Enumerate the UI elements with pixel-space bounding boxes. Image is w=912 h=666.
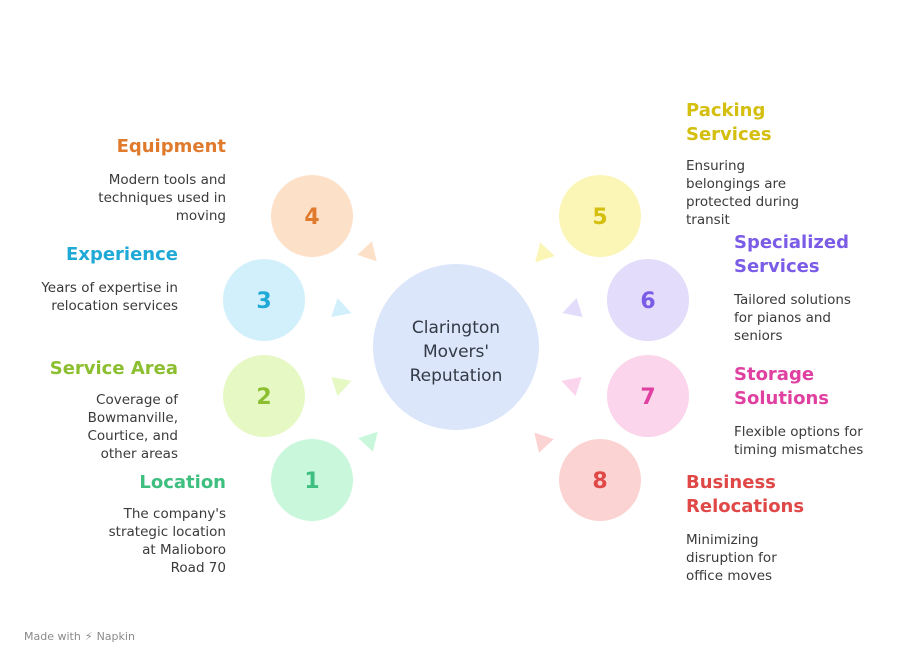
- node-number-2: 2: [256, 385, 271, 410]
- arrow-icon-7: [561, 376, 582, 396]
- title-service-area: Service Area: [49, 358, 178, 379]
- title-specialized-services: Specialized Services: [734, 232, 849, 277]
- arrow-icon-3: [331, 298, 352, 318]
- node-number-5: 5: [592, 205, 607, 230]
- arrow-icon-8: [534, 432, 554, 453]
- arrow-icon-2: [331, 376, 352, 396]
- node-number-1: 1: [304, 469, 319, 494]
- title-business-relocations: Business Relocations: [686, 472, 805, 517]
- node-circle-5: [559, 175, 641, 257]
- desc-storage-solutions: Flexible options for timing mismatches: [734, 424, 864, 458]
- label-business-relocations: Business Relocations Minimizing disrupti…: [686, 471, 836, 585]
- arrow-icon-5: [535, 242, 555, 263]
- title-storage-solutions: Storage Solutions: [734, 364, 829, 409]
- desc-location: The company's strategic location at Mali…: [108, 506, 226, 576]
- node-number-8: 8: [592, 469, 607, 494]
- label-experience: Experience Years of expertise in relocat…: [40, 243, 178, 315]
- node-circle-8: [559, 439, 641, 521]
- footer: Made with ⚡ Napkin: [24, 630, 135, 643]
- label-storage-solutions: Storage Solutions Flexible options for t…: [734, 363, 884, 459]
- desc-business-relocations: Minimizing disruption for office moves: [686, 532, 777, 584]
- node-circle-4: [271, 175, 353, 257]
- label-specialized-services: Specialized Services Tailored solutions …: [734, 231, 884, 345]
- desc-packing-services: Ensuring belongings are protected during…: [686, 158, 800, 228]
- napkin-logo-icon: ⚡: [84, 630, 93, 643]
- desc-specialized-services: Tailored solutions for pianos and senior…: [734, 292, 851, 344]
- label-equipment: Equipment Modern tools and techniques us…: [80, 135, 226, 225]
- hub-line-3: Reputation: [410, 366, 503, 386]
- node-number-7: 7: [640, 385, 655, 410]
- arrow-icon-4: [357, 241, 377, 262]
- arrow-icon-1: [358, 431, 378, 452]
- title-packing-services: Packing Services: [686, 100, 772, 145]
- node-circle-3: [223, 259, 305, 341]
- label-location: Location The company's strategic locatio…: [80, 471, 226, 577]
- node-number-3: 3: [256, 289, 271, 314]
- hub-line-2: Movers': [423, 342, 489, 362]
- title-equipment: Equipment: [116, 136, 226, 157]
- footer-made-with: Made with: [24, 630, 81, 643]
- desc-equipment: Modern tools and techniques used in movi…: [98, 172, 226, 224]
- arrow-icon-6: [562, 298, 583, 318]
- desc-service-area: Coverage of Bowmanville, Courtice, and o…: [87, 392, 178, 462]
- hub-line-1: Clarington: [412, 318, 500, 338]
- desc-experience: Years of expertise in relocation service…: [41, 280, 178, 314]
- hub-circle: [373, 264, 539, 430]
- node-circle-2: [223, 355, 305, 437]
- node-circle-7: [607, 355, 689, 437]
- title-experience: Experience: [66, 244, 178, 265]
- label-packing-services: Packing Services Ensuring belongings are…: [686, 99, 836, 229]
- node-number-6: 6: [640, 289, 655, 314]
- footer-brand: Napkin: [96, 630, 135, 643]
- node-number-4: 4: [304, 205, 319, 230]
- label-service-area: Service Area Coverage of Bowmanville, Co…: [40, 357, 178, 463]
- node-circle-6: [607, 259, 689, 341]
- node-circle-1: [271, 439, 353, 521]
- title-location: Location: [139, 472, 226, 493]
